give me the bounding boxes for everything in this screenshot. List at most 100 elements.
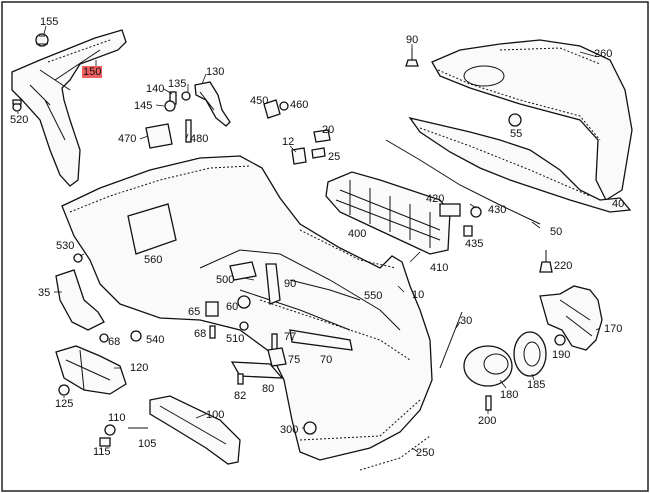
part-25-clip: [311, 147, 326, 159]
callout-135[interactable]: 135: [168, 78, 187, 90]
callout-540[interactable]: 540: [146, 334, 165, 346]
part-90-side-bracket: [265, 263, 281, 305]
callout-500[interactable]: 500: [216, 274, 235, 286]
part-185-cover: [513, 331, 547, 377]
part-480-pin: [185, 119, 192, 143]
callout-520[interactable]: 520: [10, 114, 29, 126]
callout-90-side[interactable]: 90: [284, 278, 297, 290]
part-470-flap: [145, 123, 173, 149]
part-68b-pin: [209, 325, 216, 339]
callout-145[interactable]: 145: [134, 100, 153, 112]
callout-30[interactable]: 30: [460, 315, 473, 327]
callout-260[interactable]: 260: [594, 48, 613, 60]
callout-82[interactable]: 82: [234, 390, 247, 402]
callout-25[interactable]: 25: [328, 151, 341, 163]
part-110-washer: [104, 424, 116, 436]
part-68a-clip: [99, 333, 109, 343]
part-170-bracket: [539, 285, 603, 351]
callout-560[interactable]: 560: [144, 254, 163, 266]
part-540-nut: [130, 330, 142, 342]
part-55-clip: [508, 113, 522, 127]
callout-530[interactable]: 530: [56, 240, 75, 252]
callout-550[interactable]: 550: [364, 290, 383, 302]
callout-510[interactable]: 510: [226, 333, 245, 345]
part-120-bracket: [55, 345, 127, 395]
part-550-bar: [289, 279, 361, 301]
callout-105[interactable]: 105: [138, 438, 157, 450]
callout-110[interactable]: 110: [108, 412, 126, 424]
callout-90-top[interactable]: 90: [406, 34, 419, 46]
callout-170[interactable]: 170: [604, 323, 623, 335]
callout-12[interactable]: 12: [282, 136, 295, 148]
callout-420[interactable]: 420: [426, 193, 445, 205]
callout-400[interactable]: 400: [348, 228, 367, 240]
part-530-screw: [73, 253, 83, 263]
part-450-holder: [263, 99, 281, 119]
callout-70[interactable]: 70: [320, 354, 333, 366]
part-250-strip: [359, 435, 431, 471]
callout-150[interactable]: 150: [82, 66, 103, 78]
callout-50[interactable]: 50: [550, 226, 563, 238]
part-115-nut: [99, 437, 111, 447]
callout-300[interactable]: 300: [280, 424, 299, 436]
leader-lines: [17, 25, 601, 453]
callout-20[interactable]: 20: [322, 124, 335, 136]
part-40-lower-diffuser: [408, 116, 632, 213]
part-510-screw: [239, 321, 249, 331]
callout-125[interactable]: 125: [55, 398, 74, 410]
callout-65[interactable]: 65: [188, 306, 201, 318]
callout-180[interactable]: 180: [500, 389, 519, 401]
part-560-panel: [127, 203, 177, 255]
part-400-grille: [325, 171, 451, 255]
part-60-grommet: [237, 295, 251, 309]
callout-480[interactable]: 480: [190, 133, 209, 145]
part-435-clip: [463, 225, 473, 237]
part-100-lower-bracket: [149, 395, 241, 465]
callout-250[interactable]: 250: [416, 447, 435, 459]
part-420-sensor: [439, 203, 461, 217]
callout-410[interactable]: 410: [430, 262, 449, 274]
callout-10[interactable]: 10: [412, 289, 425, 301]
callout-75[interactable]: 75: [288, 354, 301, 366]
part-90-top-pin: [405, 48, 419, 67]
callout-435[interactable]: 435: [465, 238, 484, 250]
part-65-clip: [205, 301, 219, 317]
callout-120[interactable]: 120: [130, 362, 149, 374]
callout-200[interactable]: 200: [478, 415, 497, 427]
part-520-screw: [12, 99, 22, 112]
callout-155[interactable]: 155: [40, 16, 59, 28]
part-150-side-bracket: [11, 29, 127, 187]
callout-185[interactable]: 185: [527, 379, 546, 391]
callout-190[interactable]: 190: [552, 349, 571, 361]
callout-115[interactable]: 115: [93, 446, 111, 458]
part-82-clip: [237, 373, 244, 385]
callout-35[interactable]: 35: [38, 287, 51, 299]
part-260-diffuser: [431, 39, 633, 201]
callout-68b[interactable]: 68: [194, 328, 207, 340]
part-35-mount: [55, 269, 105, 331]
callout-140[interactable]: 140: [146, 83, 165, 95]
part-145-nut: [164, 100, 176, 112]
callout-100[interactable]: 100: [206, 409, 225, 421]
part-20-clip: [313, 129, 331, 143]
callout-80[interactable]: 80: [262, 383, 275, 395]
callout-55[interactable]: 55: [510, 128, 523, 140]
callout-68a[interactable]: 68: [108, 336, 121, 348]
callout-220[interactable]: 220: [554, 260, 573, 272]
part-75-clip: [267, 347, 287, 367]
callout-460[interactable]: 460: [290, 99, 309, 111]
part-300-clip: [303, 421, 317, 435]
callout-130[interactable]: 130: [206, 66, 225, 78]
callout-77[interactable]: 77: [284, 331, 297, 343]
part-180-housing: [463, 345, 513, 387]
part-130-bracket: [194, 81, 231, 127]
callout-40[interactable]: 40: [612, 198, 625, 210]
part-200-pin: [485, 395, 492, 411]
part-155-clip: [35, 33, 49, 47]
callout-430[interactable]: 430: [488, 204, 507, 216]
callout-470[interactable]: 470: [118, 133, 137, 145]
callout-450[interactable]: 450: [250, 95, 269, 107]
callout-60[interactable]: 60: [226, 301, 239, 313]
